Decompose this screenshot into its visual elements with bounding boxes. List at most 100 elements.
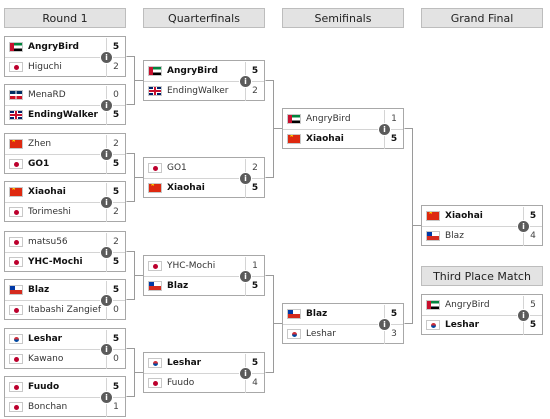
player-name: Xiaohai: [445, 211, 483, 221]
connector-qf-sf2: [265, 275, 282, 373]
match-info-icon[interactable]: i: [239, 75, 252, 88]
player-name: Itabashi Zangief: [28, 305, 101, 315]
match-info-icon[interactable]: i: [517, 309, 530, 322]
match-info-icon[interactable]: i: [100, 294, 113, 307]
match-info-icon[interactable]: i: [100, 99, 113, 112]
flag-japan-icon: [9, 402, 23, 412]
flag-japan-icon: [9, 207, 23, 217]
match-info-icon[interactable]: i: [100, 148, 113, 161]
match-info-icon[interactable]: i: [100, 391, 113, 404]
header-round-1: Round 1: [4, 8, 126, 28]
flag-korea-icon: [148, 358, 162, 368]
player-name: EndingWalker: [28, 110, 98, 120]
player-score: 0: [106, 349, 125, 369]
player-name: Leshar: [28, 334, 63, 344]
match-info-icon[interactable]: i: [239, 270, 252, 283]
player-score: 5: [384, 129, 403, 149]
player-name: matsu56: [28, 237, 68, 247]
player-score: 2: [106, 202, 125, 222]
flag-china-icon: [9, 187, 23, 197]
player-name: Leshar: [306, 329, 337, 339]
flag-japan-icon: [9, 382, 23, 392]
flag-japan-icon: [9, 305, 23, 315]
match-info-icon[interactable]: i: [239, 367, 252, 380]
player-name: AngryBird: [306, 114, 351, 124]
player-row[interactable]: Blaz 5: [144, 276, 264, 296]
flag-japan-icon: [9, 257, 23, 267]
match-info-icon[interactable]: i: [100, 343, 113, 356]
match-info-icon[interactable]: i: [517, 220, 530, 233]
header-third-place-match: Third Place Match: [421, 266, 543, 286]
flag-china-icon: [287, 134, 301, 144]
player-score: 2: [245, 81, 264, 101]
flag-japan-icon: [148, 163, 162, 173]
player-name: AngryBird: [167, 66, 218, 76]
flag-korea-icon: [426, 320, 440, 330]
flag-chile-icon: [287, 309, 301, 319]
flag-china-icon: [426, 211, 440, 221]
connector-sf-gf: [404, 128, 421, 324]
match-info-icon[interactable]: i: [100, 246, 113, 259]
match-info-icon[interactable]: i: [100, 196, 113, 209]
player-name: Blaz: [167, 281, 189, 291]
player-score: 5: [245, 276, 264, 296]
player-name: Xiaohai: [28, 187, 66, 197]
connector-r1-qf1: [126, 56, 143, 105]
header-grand-final: Grand Final: [421, 8, 543, 28]
player-score: 5: [106, 377, 125, 397]
player-score: 5: [106, 252, 125, 272]
match-info-icon[interactable]: i: [100, 51, 113, 64]
match-info-icon[interactable]: i: [378, 123, 391, 136]
match-info-icon[interactable]: i: [378, 318, 391, 331]
player-name: AngryBird: [445, 300, 490, 310]
match-info-icon[interactable]: i: [239, 172, 252, 185]
